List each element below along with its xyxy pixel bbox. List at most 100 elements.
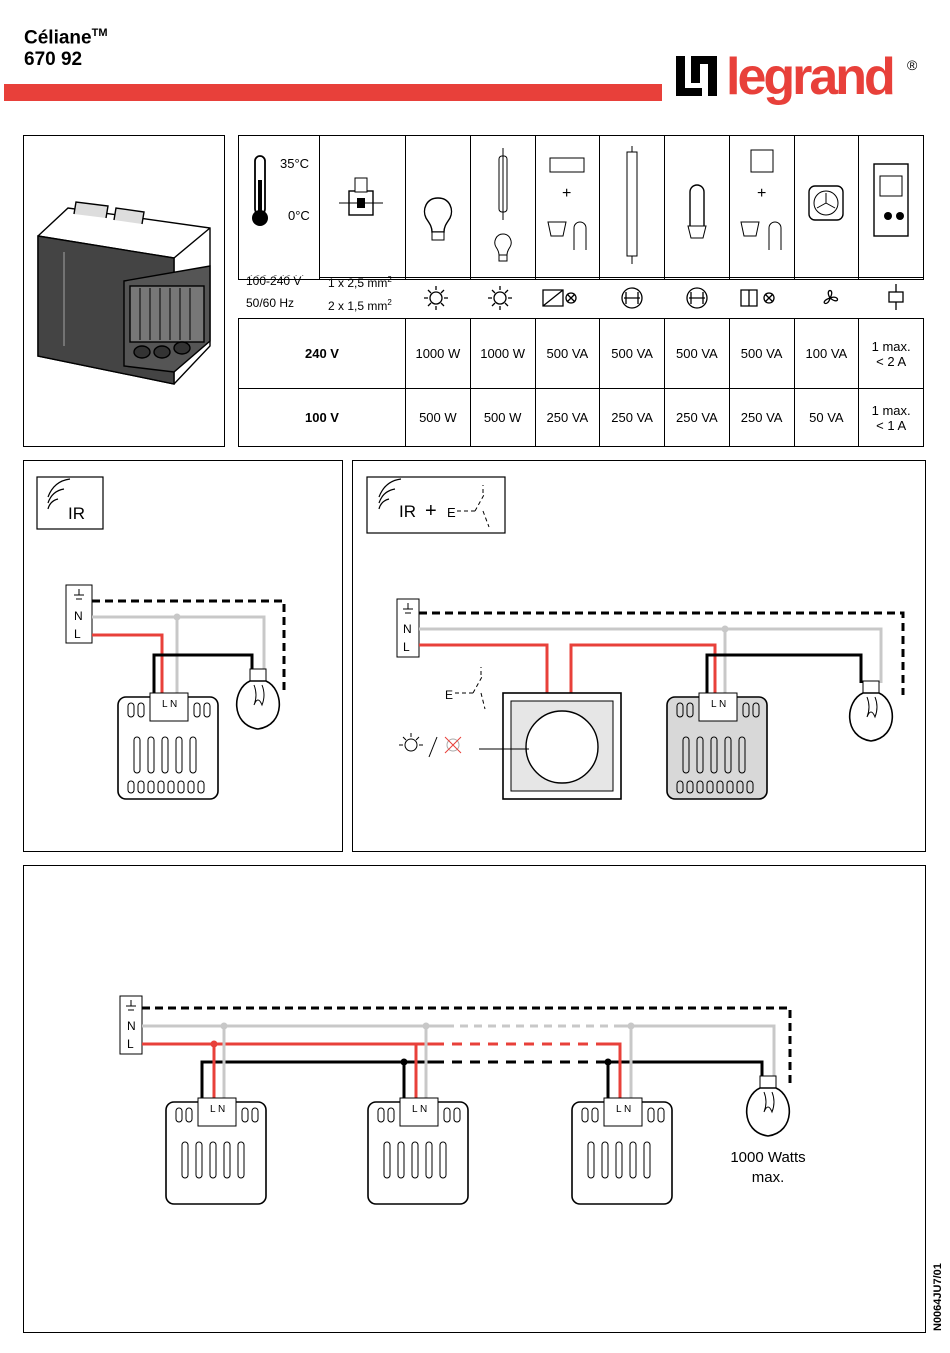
neutral-wire <box>142 1024 776 1078</box>
live-wire <box>92 633 164 697</box>
svg-text:+: + <box>757 185 766 202</box>
earth-wire <box>142 1006 792 1088</box>
icon-fluorescent-cell <box>599 135 665 280</box>
value-cell: 500 VA <box>534 318 601 389</box>
pushbutton-e-label: E <box>445 688 453 702</box>
pushbutton-e-label: E <box>447 505 456 520</box>
terminal-l: L <box>74 627 81 641</box>
ferromagnetic-transformer-icon: + <box>547 157 587 250</box>
icon-electronic-transformer-cell: + <box>728 135 795 280</box>
value-cell: 250 VA <box>664 388 730 447</box>
relay-current: < 1 A <box>876 417 907 433</box>
lamp-icon <box>745 1075 791 1137</box>
module-terminals-label: L N <box>162 699 177 710</box>
lamp-note-line1: 1000 Watts <box>730 1149 805 1166</box>
lamp-icon <box>235 668 281 730</box>
relay-symbol-icon <box>888 284 904 310</box>
fluorescent-symbol-icon <box>621 287 643 309</box>
value-cell: 50 VA <box>793 388 860 447</box>
voltage-100-label: 100 V <box>238 388 406 447</box>
module-terminals-label: L N <box>616 1104 631 1115</box>
value-cell: 500 VA <box>728 318 795 389</box>
value-cell: 100 VA <box>793 318 860 389</box>
remote-pushbutton-icon <box>479 692 622 800</box>
cable-section-labels: 1 x 2,5 mm2 2 x 1,5 mm2 <box>328 270 392 316</box>
symbol-row-divider <box>320 277 924 278</box>
relay-count: 1 max. <box>871 338 911 354</box>
dimmer-module-icon: L N <box>367 1097 469 1205</box>
electronic-transformer-symbol-icon <box>740 289 775 307</box>
wiring-diagram-multiple-modules-svg: N L <box>119 995 806 1205</box>
dimmer-module-icon: L N <box>165 1097 267 1205</box>
cable-sup-2: 2 <box>387 298 392 307</box>
earth-wire <box>419 611 905 695</box>
compact-fluorescent-icon <box>687 184 707 239</box>
product-title: CélianeTM 670 92 <box>24 22 107 71</box>
pushbutton-wire <box>569 643 717 697</box>
temperature-cell: 35°C 0°C 100-240 V 50/60 Hz <box>238 135 320 309</box>
switched-live-wire <box>705 653 863 697</box>
ferromagnetic-symbol-icon <box>542 289 577 307</box>
switched-live-wire <box>152 653 254 697</box>
relay-count: 1 max. <box>871 402 911 418</box>
incandescent-lamp-icon <box>423 197 453 303</box>
icon-compact-fluorescent-cell <box>664 135 730 280</box>
voltage-240-label: 240 V <box>238 318 406 389</box>
live-wire <box>419 643 549 693</box>
registered-mark: ® <box>907 57 918 73</box>
icon-incandescent-cell <box>405 135 471 303</box>
ir-pushbutton-mode-box <box>366 476 506 534</box>
wiring-diagram-ir-svg: IR N L L N <box>36 476 286 800</box>
value-cell: 250 VA <box>599 388 665 447</box>
terminal-n: N <box>74 609 83 623</box>
wiring-diagram-ir-pushbutton: IR + E N L E L N <box>352 460 926 852</box>
header-red-bar <box>4 84 662 101</box>
value-cell: 500 W <box>469 388 536 447</box>
lamp-note-line2: max. <box>752 1169 785 1186</box>
icon-ferromagnetic-cell: + <box>534 135 601 280</box>
frequency-text: 50/60 Hz <box>246 296 295 310</box>
wiring-diagram-ir-pushbutton-svg: IR + E N L E L N <box>366 476 905 800</box>
value-cell: 1000 W <box>469 318 536 389</box>
relay-cell: 1 max.< 2 A <box>858 318 924 389</box>
legrand-logo-mark <box>676 56 717 96</box>
earth-wire <box>92 599 286 691</box>
module-terminals-label: L N <box>210 1104 225 1115</box>
neutral-wire <box>92 615 266 671</box>
temp-max-label: 35°C <box>280 156 309 171</box>
product-image-panel <box>23 135 225 447</box>
temp-min-label: 0°C <box>288 208 310 223</box>
value-cell: 500 VA <box>664 318 730 389</box>
terminal-cell <box>319 135 406 280</box>
terminal-l: L <box>403 640 410 654</box>
electronic-transformer-icon: + <box>740 149 782 250</box>
svg-text:+: + <box>562 185 571 202</box>
earth-icon <box>126 1000 136 1011</box>
supply-labels: 100-240 V 50/60 Hz <box>246 270 301 314</box>
terminal-l: L <box>127 1037 134 1051</box>
fan-symbol-icon <box>823 289 839 305</box>
wiring-diagram-multiple-modules: N L <box>23 865 926 1333</box>
value-cell: 250 VA <box>534 388 601 447</box>
document-code-text: N0064JU7/01 <box>932 1263 944 1331</box>
lamp-icon <box>848 680 894 742</box>
fluorescent-tube-icon <box>626 146 638 264</box>
relay-current: < 2 A <box>876 353 907 369</box>
fan-icon <box>808 185 845 221</box>
wiring-diagram-ir: IR N L L N <box>23 460 343 852</box>
earth-icon <box>74 589 84 600</box>
document-code: N0064JU7/01 <box>930 1251 948 1331</box>
fluorescent-symbol-icon <box>686 287 708 309</box>
ir-label: IR <box>399 502 416 521</box>
lamp-symbol-icon <box>424 286 448 310</box>
dimmer-module-icon: L N <box>666 692 768 800</box>
product-reference: 670 92 <box>24 49 83 71</box>
terminal-n: N <box>403 622 412 636</box>
dimmer-module-icon: L N <box>571 1097 673 1205</box>
legrand-logo: legrand ® <box>676 48 918 106</box>
ir-signal-icon <box>378 478 402 510</box>
light-on-off-icon <box>399 733 462 758</box>
cable-label-2: 2 x 1,5 mm <box>328 299 388 313</box>
thermometer-icon: 35°C 0°C 100-240 V 50/60 Hz <box>248 155 310 309</box>
brand-name: Céliane <box>24 27 92 49</box>
